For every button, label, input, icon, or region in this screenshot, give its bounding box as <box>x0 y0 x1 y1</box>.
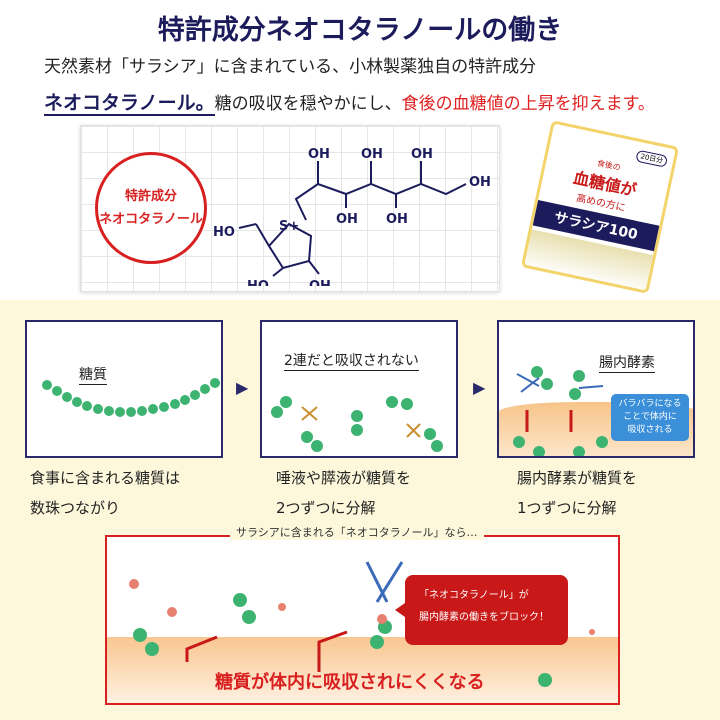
page-title: 特許成分ネオコタラノールの働き <box>157 15 563 46</box>
molecule-structure-icon: OH OH OH OH OH OH S+ HO HO OH <box>213 147 491 286</box>
bubble-line: 腸内酵素の働きをブロック！ <box>419 612 549 623</box>
down-arrow-icon <box>525 410 573 432</box>
intro-middle: 糖の吸収を穏やかにし、 <box>214 94 402 114</box>
oh-label: OH <box>469 175 491 190</box>
scissors-icon <box>365 561 404 603</box>
caption-line: 腸内酵素が糖質を <box>517 469 638 487</box>
step-caption-3: 腸内酵素が糖質を 1つずつに分解 <box>517 463 637 523</box>
neokotalanol-effect-panel <box>105 535 620 705</box>
badge-line-1: 特許成分 <box>124 188 177 204</box>
highlight-text: ネオコタラノール。 <box>44 92 215 116</box>
step-label: 糖質 <box>79 364 107 385</box>
note-line: バラバラになる <box>618 399 682 409</box>
step-caption-1: 食事に含まれる糖質は数珠つながり <box>30 463 180 523</box>
caption-line: 唾液や膵液が糖質を <box>276 469 412 487</box>
product-count: 20日分 <box>635 149 669 168</box>
step-label: 腸内酵素 <box>599 352 655 373</box>
oh-label: OH <box>336 212 358 227</box>
next-arrow-icon: ▶ <box>473 378 486 397</box>
block-speech-bubble: 「ネオコタラノール」が腸内酵素の働きをブロック！ <box>395 575 568 645</box>
next-arrow-icon: ▶ <box>236 378 249 397</box>
note-line: ことで体内に <box>623 412 677 422</box>
note-line: 吸収される <box>627 425 673 435</box>
sulfur-label: S+ <box>279 219 299 234</box>
caption-line: 数珠つながり <box>30 499 121 517</box>
scissors-icon <box>301 406 421 438</box>
step-label: 2連だと吸収されない <box>284 350 419 371</box>
caption-line: 2つずつに分解 <box>276 499 376 517</box>
sugar-pairs-icon <box>271 396 443 452</box>
enzyme-split-icon <box>513 366 608 456</box>
patent-badge: 特許成分ネオコタラノール <box>95 152 207 264</box>
bottom-header: サラシアに含まれる「ネオコタラノール」なら… <box>230 524 484 540</box>
oh-label: OH <box>308 147 330 162</box>
caption-line: 食事に含まれる糖質は <box>30 469 181 487</box>
bubble-line: 「ネオコタラノール」が <box>419 590 529 601</box>
oh-label: OH <box>411 147 433 162</box>
product-package: 食後の 血糖値が 高めの方に サラシア100 20日分 <box>520 120 680 294</box>
caption-line: 1つずつに分解 <box>517 499 617 517</box>
sugar-chain-icon <box>42 378 220 417</box>
intro-line-1: 天然素材「サラシア」に含まれている、小林製薬独自の特許成分 <box>44 57 537 77</box>
oh-label: OH <box>309 279 331 286</box>
scissors-icon <box>516 373 604 393</box>
step-caption-2: 唾液や膵液が糖質を 2つずつに分解 <box>276 463 411 523</box>
result-message: 糖質が体内に吸収されにくくなる <box>215 672 485 693</box>
oh-label: OH <box>361 147 383 162</box>
oh-label: OH <box>386 212 408 227</box>
ho-label: HO <box>213 225 235 240</box>
step-panel-3: 腸内酵素 バラバラになることで体内に吸収される <box>497 320 695 458</box>
blocked-enzyme-illustration <box>129 561 595 687</box>
step-panel-2: 2連だと吸収されない <box>260 320 458 458</box>
absorbed-note: バラバラになることで体内に吸収される <box>611 394 689 441</box>
intro-line-2: ネオコタラノール。糖の吸収を穏やかにし、食後の血糖値の上昇を抑えます。 <box>44 88 655 116</box>
step-panel-1: 糖質 <box>25 320 223 458</box>
intro-red: 食後の血糖値の上昇を抑えます。 <box>401 94 655 114</box>
ho-label: HO <box>247 279 269 286</box>
badge-line-2: ネオコタラノール <box>99 212 203 227</box>
up-arrow-icon <box>185 630 348 672</box>
